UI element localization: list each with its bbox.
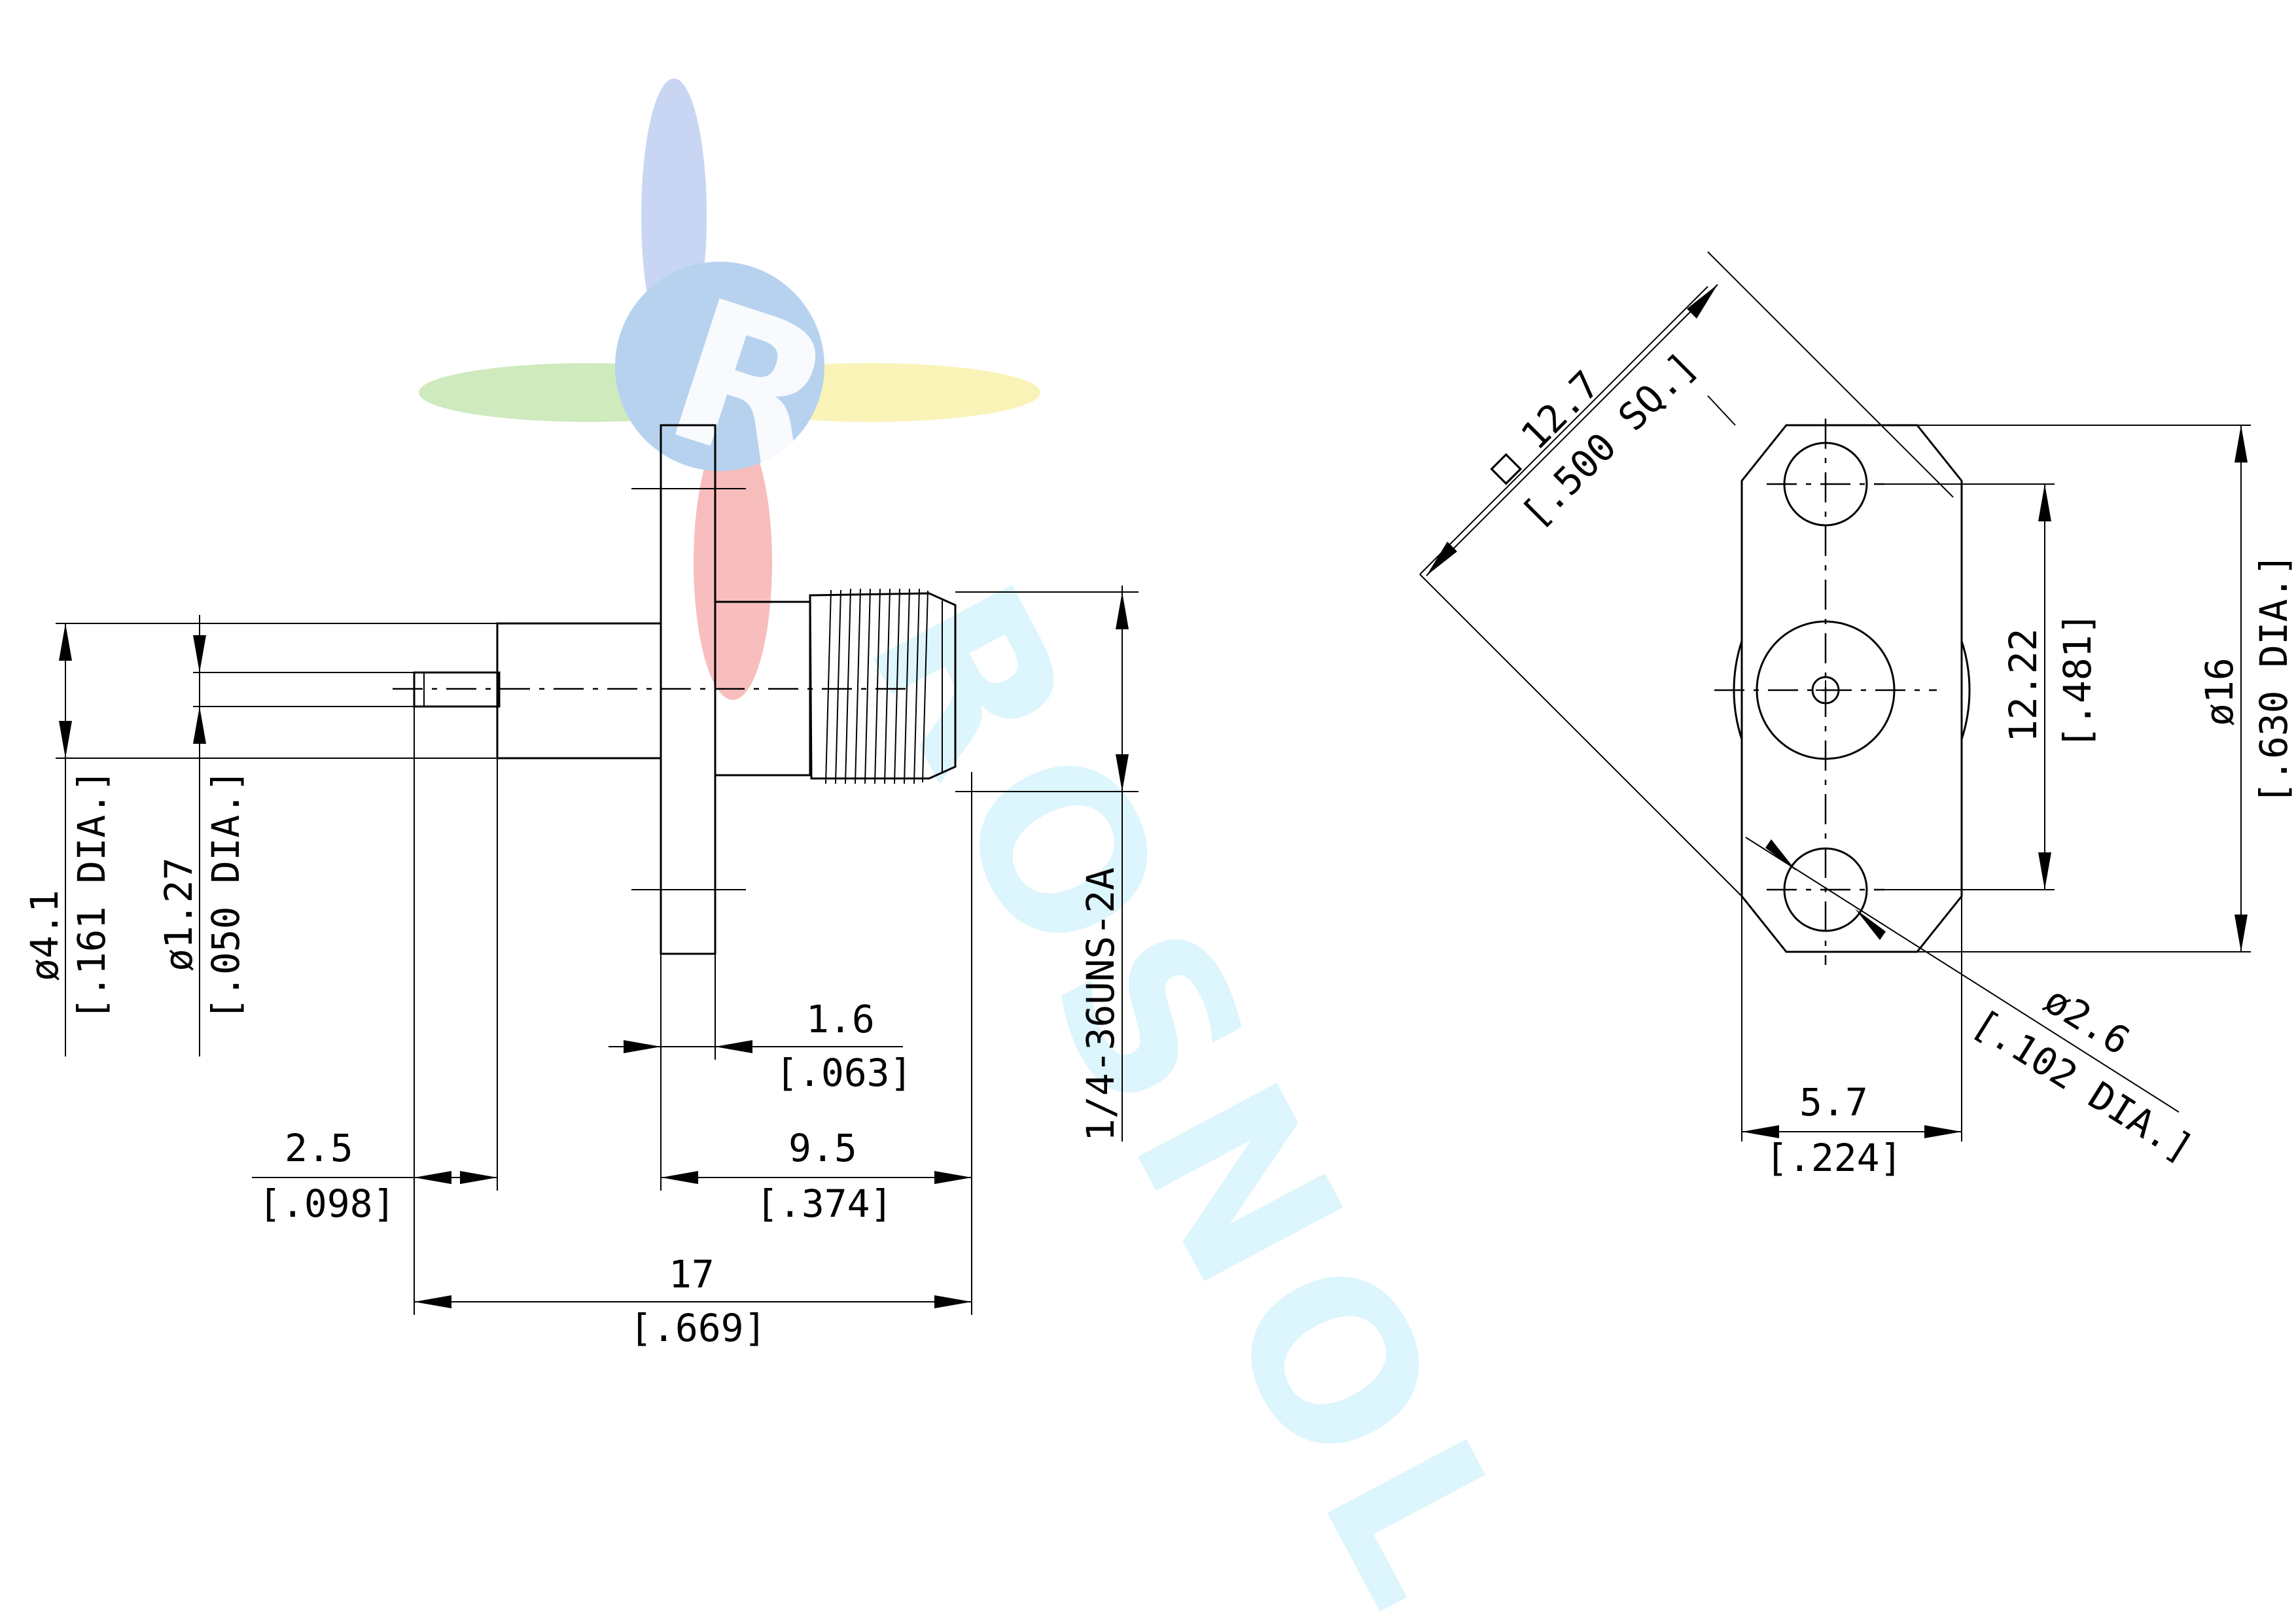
body-dia-inch: [.161 DIA.] bbox=[69, 769, 114, 1021]
flange-dia-mm: ø16 bbox=[2197, 657, 2242, 726]
body-arc-right bbox=[1960, 640, 1971, 740]
dim-flange-square: □ 12.7 [.500 SQ.] bbox=[1426, 284, 1718, 576]
pin-length-inch: [.098] bbox=[258, 1181, 396, 1226]
dim-flange-width: 5.7 [.224] bbox=[1742, 1080, 1962, 1180]
dim-body-dia: ø4.1 [.161 DIA.] bbox=[22, 623, 114, 1056]
flange-dia-inch: [.630 DIA.] bbox=[2252, 553, 2296, 805]
thread-spec: 1/4-36UNS-2A bbox=[1078, 867, 1123, 1142]
dim-hole-spacing: 12.22 [.481] bbox=[2001, 484, 2100, 890]
front-flange-outline bbox=[1740, 424, 1963, 953]
dim-flange-thickness: 1.6 [.063] bbox=[609, 997, 913, 1095]
flange-width-inch: [.224] bbox=[1765, 1136, 1903, 1180]
dim-thread: 1/4-36UNS-2A bbox=[1078, 585, 1129, 1142]
front-extension-lines bbox=[1419, 251, 2251, 1142]
pin-tip bbox=[413, 671, 501, 708]
logo-orbit-vertical-bottom bbox=[694, 425, 772, 700]
dim-front-length: 9.5 [.374] bbox=[661, 1126, 972, 1226]
front-view: □ 12.7 [.500 SQ.] 12.22 [.481] ø16 [.630… bbox=[1419, 251, 2296, 1180]
logo-globe bbox=[615, 262, 824, 471]
dim-pin-dia: ø1.27 [.050 DIA.] bbox=[156, 615, 248, 1056]
flange-thickness-inch: [.063] bbox=[775, 1051, 913, 1095]
pin-length-mm: 2.5 bbox=[285, 1126, 353, 1170]
thread-section bbox=[809, 588, 957, 784]
pin-dia-inch: [.050 DIA.] bbox=[203, 769, 248, 1021]
overall-length-mm: 17 bbox=[669, 1252, 715, 1297]
front-length-mm: 9.5 bbox=[788, 1126, 857, 1170]
front-length-inch: [.374] bbox=[756, 1181, 893, 1226]
body-dia-mm: ø4.1 bbox=[22, 890, 67, 981]
flange-thickness-mm: 1.6 bbox=[806, 997, 875, 1041]
overall-length-inch: [.669] bbox=[629, 1306, 767, 1350]
hole-spacing-mm: 12.22 bbox=[2001, 628, 2045, 742]
pin-dia-mm: ø1.27 bbox=[156, 857, 201, 971]
side-view: ø4.1 [.161 DIA.] ø1.27 [.050 DIA.] 2.5 [… bbox=[22, 424, 1139, 1350]
dim-pin-length: 2.5 [.098] bbox=[252, 1126, 497, 1226]
rear-body bbox=[496, 622, 662, 759]
dim-flange-dia: ø16 [.630 DIA.] bbox=[2197, 425, 2296, 952]
watermark-brand-text: ROSNOL bbox=[819, 547, 1568, 1623]
side-extension-lines bbox=[56, 591, 1139, 1315]
dim-overall-length: 17 [.669] bbox=[414, 1252, 972, 1350]
flange-width-mm: 5.7 bbox=[1799, 1080, 1868, 1125]
hole-spacing-inch: [.481] bbox=[2055, 612, 2100, 749]
